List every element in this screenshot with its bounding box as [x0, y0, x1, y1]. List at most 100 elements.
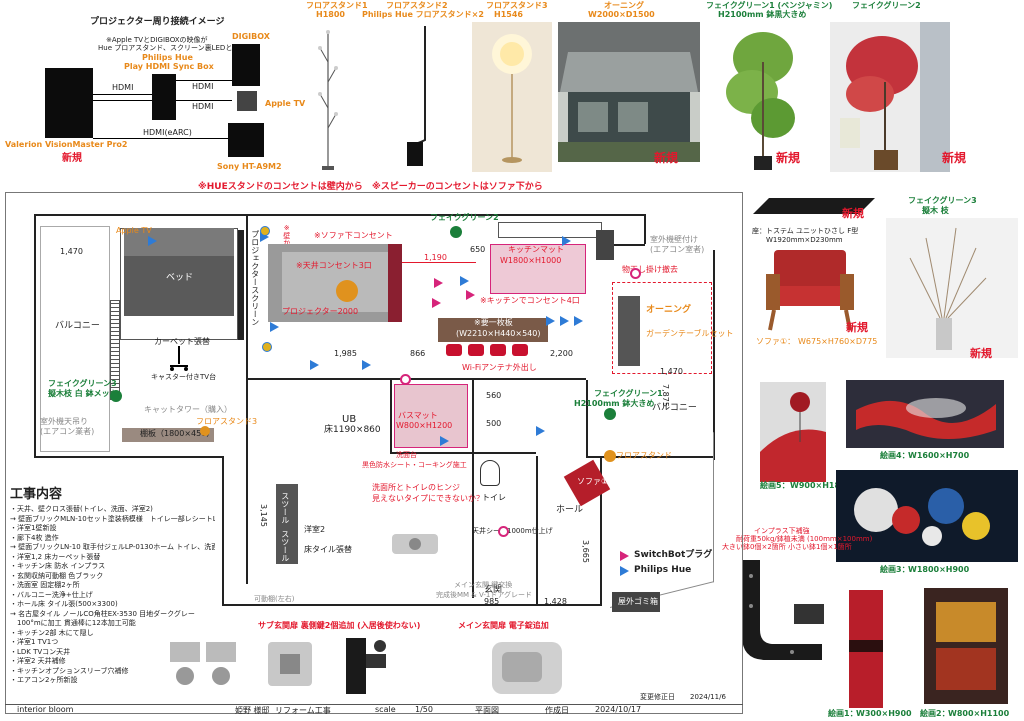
apple-tv-device [237, 91, 257, 111]
awning-plan-label: オーニング [646, 305, 692, 315]
green3-new: 新規 [970, 347, 992, 360]
painting1-size: W300×H900 [856, 709, 912, 718]
hdmi-label-1: HDMI [112, 83, 134, 92]
bracket-note2: 耐荷重50kg/鉢植未満 (100mm×100mm) [736, 535, 873, 543]
ceiling-outlet-note: ※天井コンセント3口 [296, 261, 372, 270]
cat-tower-label: キャットタワー（購入） [144, 405, 232, 414]
smart-lock-image [492, 642, 562, 694]
works-item: ・玄関収納可動棚 色ブラック [10, 571, 104, 580]
wifi-note: Wi-Fiアンテナ外出し [462, 363, 537, 372]
bench-new: 新規 [842, 207, 864, 220]
projector-note2: Hue プロアスタンド、スクリーン裏LEDと連動 [98, 44, 247, 52]
works-item: ・キッチンオプションスリーブ穴補修 [10, 666, 129, 675]
ub-label: UB [342, 414, 357, 425]
works-item: ・洗面室 固定棚2ヶ所 [10, 581, 80, 589]
lamp1-image [318, 30, 338, 170]
painting3-size: W1800×H900 [908, 565, 970, 574]
bath-mat-size: W800×H1200 [396, 421, 453, 430]
lamp2-name: フロアスタンド2 [386, 1, 448, 10]
dim-1428: 1,428 [544, 597, 567, 606]
kitchen-mat [490, 244, 586, 294]
sofa-outlet-note: ※ソファ下コンセント [314, 231, 393, 240]
created-label: 作成日 [545, 706, 569, 715]
scale-value: 1/50 [415, 705, 433, 714]
lamp3-name: フロアスタンド3 [486, 1, 548, 10]
awning-size: W2000×D1500 [588, 10, 655, 19]
sofa1-label: ソファ① [577, 477, 609, 486]
sony-label: Sony HT-A9M2 [217, 162, 282, 171]
left-balcony [40, 226, 110, 452]
toilet-label: トイレ [482, 493, 506, 502]
hue-box-label: Philips Hue [142, 53, 193, 62]
sofa-new: 新規 [846, 321, 868, 334]
dim-3665: 3,665 [580, 540, 590, 563]
ext-trash-label-2: 屋外ゴミ箱 [618, 597, 658, 606]
awning-image [558, 22, 700, 162]
ext-trash [612, 592, 660, 612]
bracket-note1: インプラス下補強 [754, 527, 810, 535]
painting4-size: W1600×H700 [908, 451, 970, 460]
ub-size: 床1190×860 [324, 425, 381, 435]
project-name: リフォーム工事 [275, 706, 331, 715]
sink-note2: 黒色防水シート・コーキング施工 [362, 461, 467, 469]
painting1-image [849, 590, 883, 708]
dim-2200: 2,200 [550, 349, 573, 358]
sub-door-note: サブ玄関扉 裏側鍵2個追加 (入居後使わない) [258, 621, 421, 630]
firm-name: interior bloom [17, 705, 74, 714]
dim-866: 866 [410, 349, 426, 358]
table-size: (W2210×H440×540) [456, 329, 541, 338]
floor-stand-label: フロアスタンド [616, 451, 672, 460]
green1-image [726, 32, 795, 170]
main-door-note: メイン玄関扉 電子錠追加 [458, 621, 549, 630]
dim-560: 560 [486, 391, 502, 400]
bench-desc1: 座：トステム ユニットひさし F型 [752, 227, 859, 235]
works-item: ・キッチン2部 木にて隠し [10, 628, 94, 637]
dim-650: 650 [470, 245, 486, 254]
right-balcony-label: バルコニー [652, 403, 697, 413]
works-item: ・洋室1 TV1つ [10, 638, 59, 646]
western2-label: 洋室2 [304, 525, 326, 534]
toilet-stand-note: 天井シート1000m仕上げ [472, 527, 553, 535]
green2-name: フェイクグリーン2 [852, 1, 921, 10]
lock-image-1 [268, 642, 312, 686]
note-speaker-outlet: ※スピーカーのコンセントはソファ下から [372, 182, 543, 192]
bracket-image [742, 560, 822, 660]
works-item: ・バルコニー洗浄+仕上げ [10, 590, 93, 599]
dim-985: 985 [484, 597, 500, 606]
awning-name: オーニング [604, 1, 644, 10]
hue-sync-box [152, 74, 176, 120]
green1-name: フェイクグリーン1 (ベンジャミン) [706, 1, 833, 10]
main-door-plan-note2: 完成後MM & V-1ドアグレード [436, 591, 532, 599]
digibox-device [232, 44, 260, 86]
awning-new: 新規 [654, 151, 679, 165]
left-balcony-label: バルコニー [55, 321, 100, 331]
lamp1-name: フロアスタンド1 [306, 1, 368, 10]
legend-hue: Philips Hue [634, 565, 692, 575]
green2-plan-label: フェイクグリーン2 [430, 213, 499, 222]
entrance-label: 玄関 [484, 585, 503, 595]
projector-title: プロジェクター周り接続イメージ [90, 17, 225, 27]
table-label: ※要一枚板 [474, 318, 513, 327]
shelf [122, 428, 214, 442]
hanger-note: 物干し掛け撤去 [622, 265, 678, 274]
kitchen-outlet-note: ※キッチンでコンセント4口 [480, 296, 580, 305]
lamp3-image [472, 22, 552, 172]
painting1-label: 絵画1： [828, 709, 858, 718]
title-block: interior bloom 姫野 様邸 リフォーム工事 scale 1/50 … [5, 704, 743, 718]
lamp3-size: H1546 [494, 10, 523, 19]
hdmi-label-3: HDMI [192, 102, 214, 111]
changed-label: 変更修正日 [640, 693, 675, 701]
sony-device [228, 123, 264, 157]
bed-label: ベッド [166, 273, 194, 283]
dim-7875: 7,875 [660, 384, 670, 407]
painting2-image [924, 588, 1008, 704]
green1-new: 新規 [776, 151, 801, 165]
kitchen-mat-label: キッチンマット [508, 245, 564, 254]
projector-device [45, 68, 93, 138]
green1-plan-sub: H2100mm 鉢大きめ [574, 399, 655, 408]
hinge-photo [392, 534, 438, 554]
green2-new: 新規 [942, 151, 967, 165]
green2-image [830, 22, 950, 172]
garden-set-label: ガーデンテーブルセット [646, 329, 734, 338]
dim-500: 500 [486, 419, 502, 428]
